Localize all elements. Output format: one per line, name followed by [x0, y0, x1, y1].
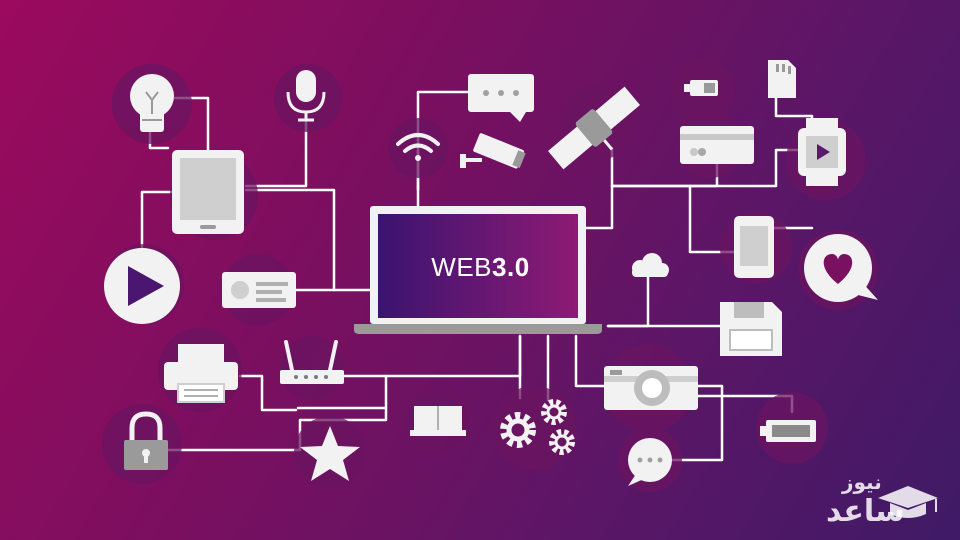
id-card-icon — [222, 272, 296, 308]
router-icon — [280, 340, 344, 384]
tablet-icon — [172, 150, 244, 234]
watermark-line1: نیوز — [842, 470, 882, 494]
cloud-icon — [632, 253, 669, 277]
microphone-icon — [286, 70, 326, 122]
graduation-cap-icon — [878, 486, 938, 518]
star-icon — [300, 426, 360, 481]
smartphone-icon — [734, 216, 774, 278]
web3-headline: WEB3.0 — [378, 252, 583, 283]
speech-bubble-icon — [628, 438, 672, 486]
wifi-icon — [396, 133, 440, 161]
site-watermark: نیوز ساعد — [822, 470, 954, 534]
satellite-icon — [547, 86, 641, 170]
book-icon — [410, 406, 466, 436]
heart-bubble-icon — [804, 234, 878, 302]
watermark-line2: ساعد — [826, 494, 905, 529]
battery-icon — [684, 80, 718, 96]
sd-card-icon — [768, 60, 796, 98]
floppy-disk-icon — [720, 302, 782, 356]
lightbulb-icon — [130, 74, 174, 132]
printer-icon — [164, 344, 238, 403]
chat-bubble-icon — [468, 74, 534, 122]
smartwatch-icon — [798, 118, 846, 186]
play-button-icon — [104, 248, 180, 324]
credit-card-icon — [680, 126, 754, 164]
lock-icon — [124, 411, 168, 470]
camera-icon — [604, 366, 698, 410]
headline-version: 3.0 — [492, 252, 530, 282]
laptop-icon — [354, 206, 602, 334]
battery-full-icon — [760, 420, 816, 442]
gears-icon — [500, 399, 575, 455]
headline-prefix: WEB — [431, 252, 493, 282]
cctv-camera-icon — [460, 133, 526, 169]
